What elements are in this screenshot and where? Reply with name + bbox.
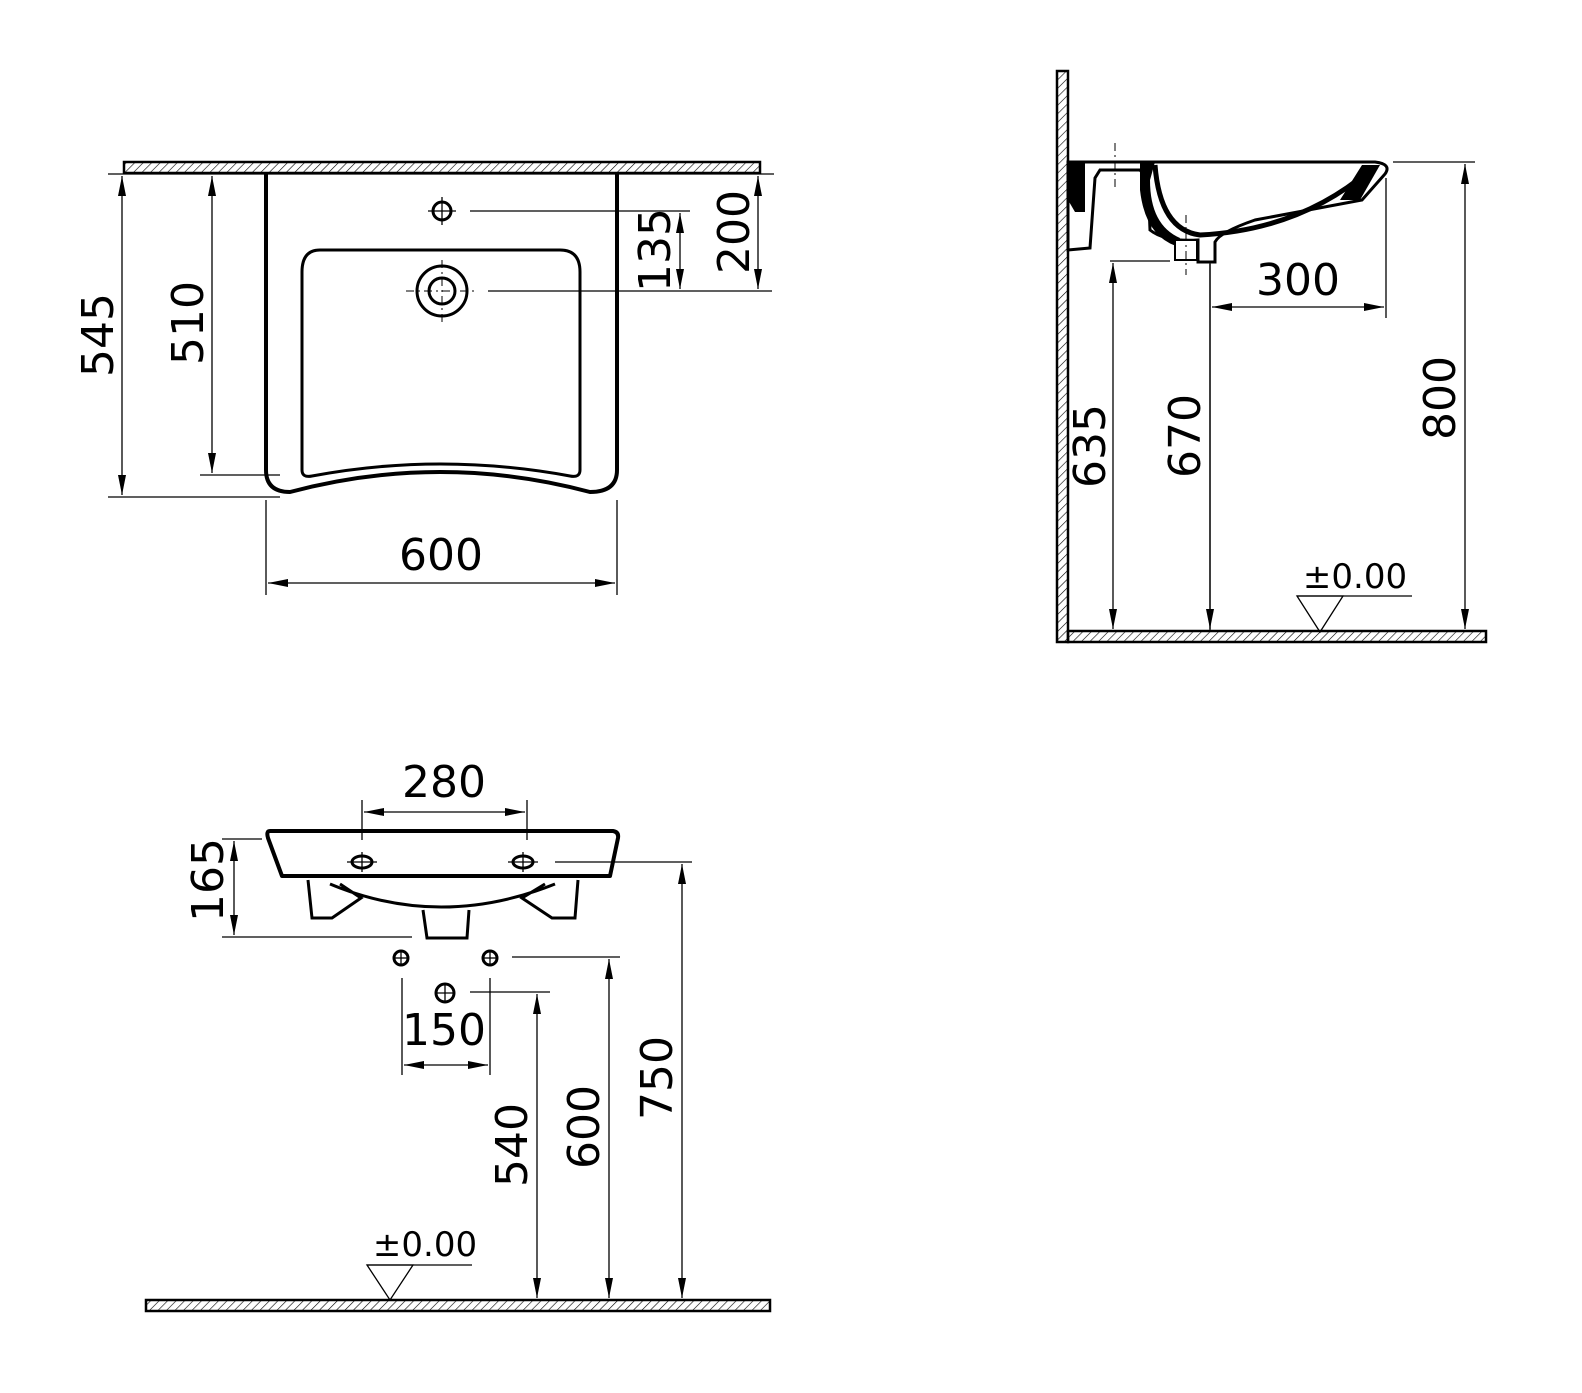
basin-outline xyxy=(264,174,619,494)
dim-label-670: 670 xyxy=(1160,394,1211,478)
basin-front-outline xyxy=(265,829,621,878)
drain-icon xyxy=(406,260,478,322)
dim-label-150: 150 xyxy=(402,1005,486,1056)
basin-underside xyxy=(306,879,580,920)
waste-outlet xyxy=(421,909,471,940)
dim-label-600: 600 xyxy=(399,530,483,581)
dim-label-510: 510 xyxy=(163,281,214,365)
dim-label-165: 165 xyxy=(183,838,234,922)
dim-label-200: 200 xyxy=(709,190,760,274)
dim-label-540: 540 xyxy=(487,1103,538,1187)
dim-label-635: 635 xyxy=(1065,404,1116,488)
level-marker-icon xyxy=(1295,595,1412,634)
fixing-hole-right-icon xyxy=(508,852,538,872)
side-view: 300 635 670 800 ±0.00 xyxy=(1055,69,1488,644)
supply-point-left-icon xyxy=(392,949,410,967)
floor-hatch xyxy=(144,1298,772,1313)
floor-hatch xyxy=(1066,629,1488,644)
level-label: ±0.00 xyxy=(1303,557,1407,597)
basin-section xyxy=(1066,160,1389,264)
wall-hatch xyxy=(122,160,762,175)
fixing-hole-left-icon xyxy=(347,852,377,872)
waste-point-icon xyxy=(434,982,456,1004)
wall-hatch xyxy=(1055,69,1070,644)
bowl-curve xyxy=(1152,164,1372,238)
bowl-outline xyxy=(300,248,582,478)
dim-label-600-height: 600 xyxy=(559,1085,610,1169)
dim-label-545: 545 xyxy=(73,293,124,377)
dim-label-300: 300 xyxy=(1256,255,1340,306)
top-view: 545 510 135 200 600 xyxy=(73,160,774,595)
dim-label-280: 280 xyxy=(402,757,486,808)
dim-label-135: 135 xyxy=(630,208,681,292)
dim-label-750: 750 xyxy=(632,1036,683,1120)
front-view: 280 165 150 540 600 750 ±0.00 xyxy=(144,757,772,1313)
tap-hole-icon xyxy=(428,197,456,225)
dim-label-800: 800 xyxy=(1415,356,1466,440)
supply-point-right-icon xyxy=(481,949,499,967)
level-label: ±0.00 xyxy=(373,1225,477,1265)
level-marker-icon xyxy=(365,1264,472,1302)
